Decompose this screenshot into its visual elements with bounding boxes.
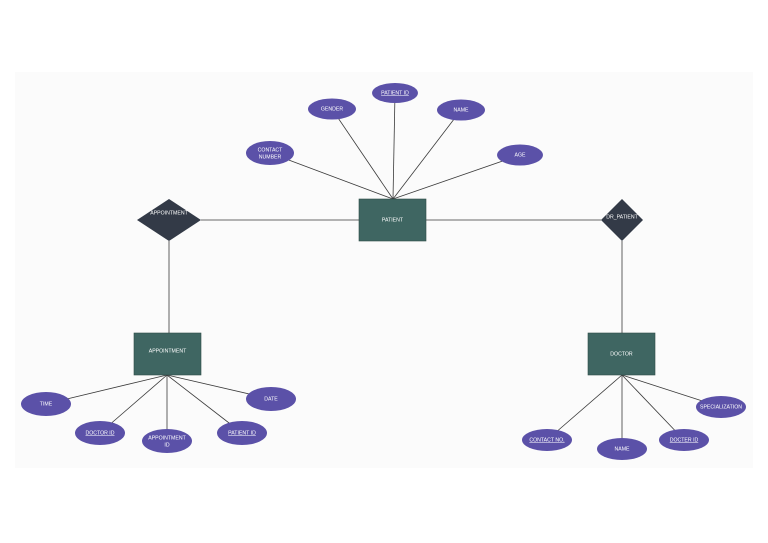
attribute-docter-id-shape: [659, 429, 709, 451]
attribute-doctor-id[interactable]: DOCTOR ID: [75, 421, 125, 445]
attribute-appt-patient-id-label: PATIENT ID: [228, 430, 256, 436]
attribute-patient-name[interactable]: NAME: [437, 99, 485, 121]
attribute-doctor-name[interactable]: NAME: [597, 438, 647, 460]
diagram-panel: [15, 72, 753, 468]
attribute-patient-id[interactable]: PATIENT ID: [372, 83, 418, 103]
attribute-age[interactable]: AGE: [497, 144, 543, 166]
attribute-appt-patient-id-shape: [217, 421, 267, 445]
attribute-appointment-id-shape: [142, 429, 192, 453]
relationship-dr-patient-shape: [601, 199, 643, 241]
attribute-docter-id-label: DOCTER ID: [670, 437, 699, 443]
attribute-appointment-id[interactable]: APPOINTMENT ID: [142, 429, 192, 453]
entity-appointment[interactable]: APPOINTMENT: [133, 332, 202, 376]
relationship-appointment-shape: [137, 199, 201, 241]
attribute-date-shape: [246, 387, 296, 411]
relationship-appointment-label: APPOINTMENT: [150, 210, 188, 216]
line-patient-name: [392, 109, 462, 200]
attribute-appointment-id-line2: ID: [164, 442, 169, 448]
line-patient-contact: [269, 152, 394, 200]
attribute-contact-number-line2: NUMBER: [259, 154, 282, 160]
attribute-contact-no-label: CONTACT NO.: [529, 437, 564, 443]
line-patient-gender: [331, 108, 394, 200]
entity-patient-box: [358, 198, 427, 242]
attribute-contact-number-line1: CONTACT: [258, 147, 284, 153]
entity-appointment-label: APPOINTMENT: [149, 348, 187, 354]
line-patient-age: [392, 154, 521, 200]
attribute-patient-id-label: PATIENT ID: [381, 90, 409, 96]
attribute-time-shape: [21, 392, 71, 416]
attribute-time-label: TIME: [40, 401, 53, 407]
attribute-contact-no[interactable]: CONTACT NO.: [522, 429, 572, 451]
attribute-date-label: DATE: [264, 396, 278, 402]
attribute-patient-name-shape: [437, 99, 485, 121]
attribute-doctor-name-label: NAME: [615, 446, 631, 452]
relationship-appointment[interactable]: APPOINTMENT: [137, 199, 201, 241]
attribute-age-label: AGE: [515, 152, 526, 158]
attribute-gender-shape: [308, 98, 356, 120]
attribute-appointment-id-line1: APPOINTMENT: [148, 435, 186, 441]
relationship-dr-patient-label: DR_PATIENT: [606, 214, 638, 220]
attribute-date[interactable]: DATE: [246, 387, 296, 411]
attribute-doctor-id-shape: [75, 421, 125, 445]
attribute-specialization-shape: [696, 396, 746, 418]
attribute-doctor-name-shape: [597, 438, 647, 460]
attribute-contact-no-shape: [522, 429, 572, 451]
attribute-specialization-label: SPECIALIZATION: [700, 404, 742, 410]
entity-doctor-label: DOCTOR: [610, 351, 633, 357]
attribute-gender-label: GENDER: [321, 106, 343, 112]
attribute-doctor-id-label: DOCTOR ID: [85, 430, 114, 436]
attribute-gender[interactable]: GENDER: [308, 98, 356, 120]
line-patient-id: [392, 92, 396, 200]
attribute-patient-name-label: NAME: [454, 107, 470, 113]
line-doc-id: [621, 374, 685, 441]
attribute-specialization[interactable]: SPECIALIZATION: [696, 396, 746, 418]
entity-doctor-box: [587, 332, 656, 376]
entity-doctor[interactable]: DOCTOR: [587, 332, 656, 376]
attribute-age-shape: [497, 144, 543, 166]
entity-appointment-box: [133, 332, 202, 376]
attribute-contact-number-shape: [246, 141, 294, 165]
attribute-time[interactable]: TIME: [21, 392, 71, 416]
attribute-contact-number[interactable]: CONTACT NUMBER: [246, 141, 294, 165]
attribute-patient-id-shape: [372, 83, 418, 103]
line-doc-contact: [546, 374, 623, 441]
entity-patient[interactable]: PATIENT: [358, 198, 427, 242]
relationship-dr-patient[interactable]: DR_PATIENT: [601, 199, 643, 241]
attribute-appt-patient-id[interactable]: PATIENT ID: [217, 421, 267, 445]
attribute-docter-id[interactable]: DOCTER ID: [659, 429, 709, 451]
entity-patient-label: PATIENT: [382, 217, 404, 223]
